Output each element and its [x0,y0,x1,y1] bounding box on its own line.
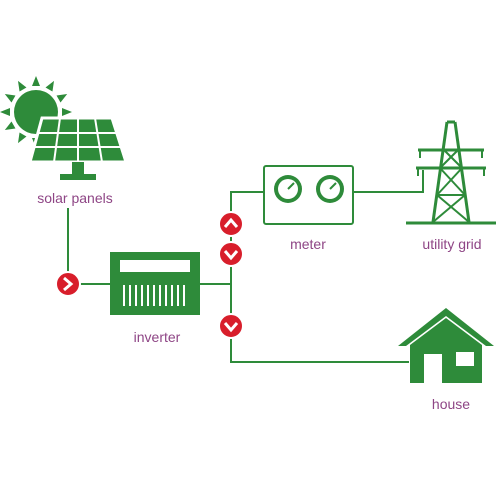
utility-grid-label: utility grid [422,236,482,252]
solar-panel-icon [28,116,129,180]
line-junction-to-meter [230,191,264,284]
line-junction-to-house [230,284,409,363]
solar-panels-label: solar panels [37,190,113,206]
chevron-right-icon [55,271,81,297]
inverter-icon [110,252,200,315]
house-icon [398,308,494,383]
line-meter-to-grid [353,170,424,193]
chevron-up-icon [218,211,244,237]
chevron-down-icon [218,313,244,339]
meter-label: meter [290,236,326,252]
house-label: house [431,396,471,412]
power-tower-icon [406,120,496,225]
line-solar-to-inverter [67,208,110,285]
meter-icon [263,165,354,225]
chevron-down-icon [218,241,244,267]
inverter-label: inverter [133,329,181,345]
